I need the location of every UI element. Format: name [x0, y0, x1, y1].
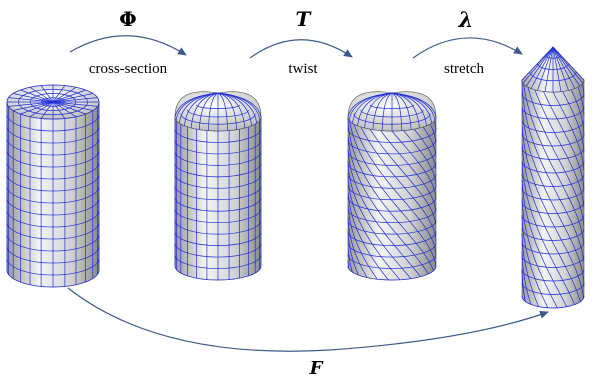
cylinder-stretched — [521, 46, 585, 309]
label-twist: twist — [288, 61, 318, 77]
cylinder-cross-section — [174, 91, 262, 281]
arrow-composite — [67, 287, 549, 352]
label-cross-section: cross-section — [89, 61, 168, 77]
cap-mesh — [6, 84, 100, 120]
label-stretch: stretch — [444, 61, 484, 77]
symbol-phi: Φ — [119, 7, 136, 31]
cylinder-twisted — [347, 91, 437, 281]
arrow-cross-section — [69, 35, 187, 56]
dome-mesh — [347, 92, 437, 131]
symbol-f: F — [309, 358, 324, 379]
cone-mesh — [521, 46, 585, 92]
arrow-stretch — [412, 37, 523, 59]
cylinder-original — [6, 84, 100, 288]
cylinder-body — [521, 79, 585, 309]
dome-mesh — [174, 92, 262, 131]
mesh-lines — [347, 116, 437, 281]
symbol-lambda: λ — [458, 7, 474, 32]
mesh-lines — [522, 79, 584, 309]
mesh-lines — [174, 116, 262, 281]
mesh-lines — [6, 101, 100, 288]
arrow-twist — [249, 39, 353, 59]
symbol-t: T — [296, 7, 313, 31]
